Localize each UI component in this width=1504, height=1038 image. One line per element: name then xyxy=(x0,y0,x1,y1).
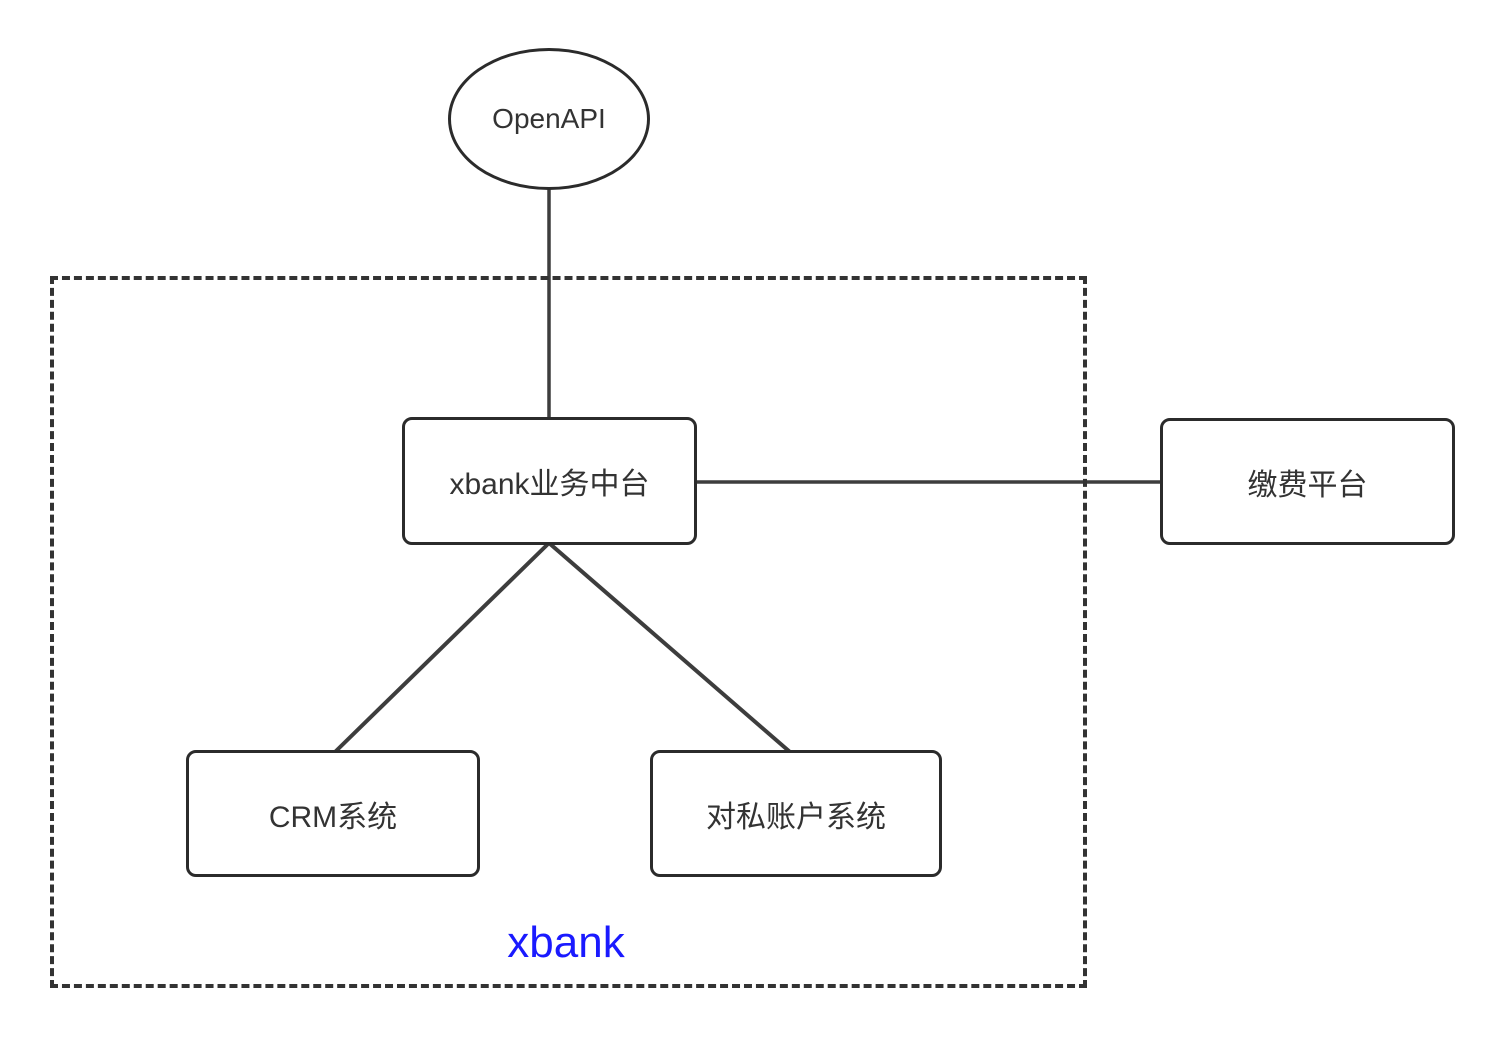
node-payment-platform-label: 缴费平台 xyxy=(1247,468,1368,502)
node-openapi-label: OpenAPI xyxy=(492,103,606,134)
node-personal-account-system: 对私账户系统 xyxy=(650,750,942,877)
xbank-group-boundary xyxy=(50,276,1087,988)
xbank-group-label: xbank xyxy=(507,918,625,967)
node-crm-system-label: CRM系统 xyxy=(268,800,398,834)
node-openapi: OpenAPI xyxy=(448,48,650,190)
node-xbank-business-platform-label: xbank业务中台 xyxy=(449,468,650,501)
node-personal-account-system-label: 对私账户系统 xyxy=(706,800,886,834)
node-xbank-business-platform: xbank业务中台 xyxy=(402,417,697,545)
node-crm-system: CRM系统 xyxy=(186,750,480,877)
edge-platform-personal xyxy=(547,541,792,754)
edge-platform-crm xyxy=(333,541,551,754)
node-payment-platform: 缴费平台 xyxy=(1160,418,1455,545)
